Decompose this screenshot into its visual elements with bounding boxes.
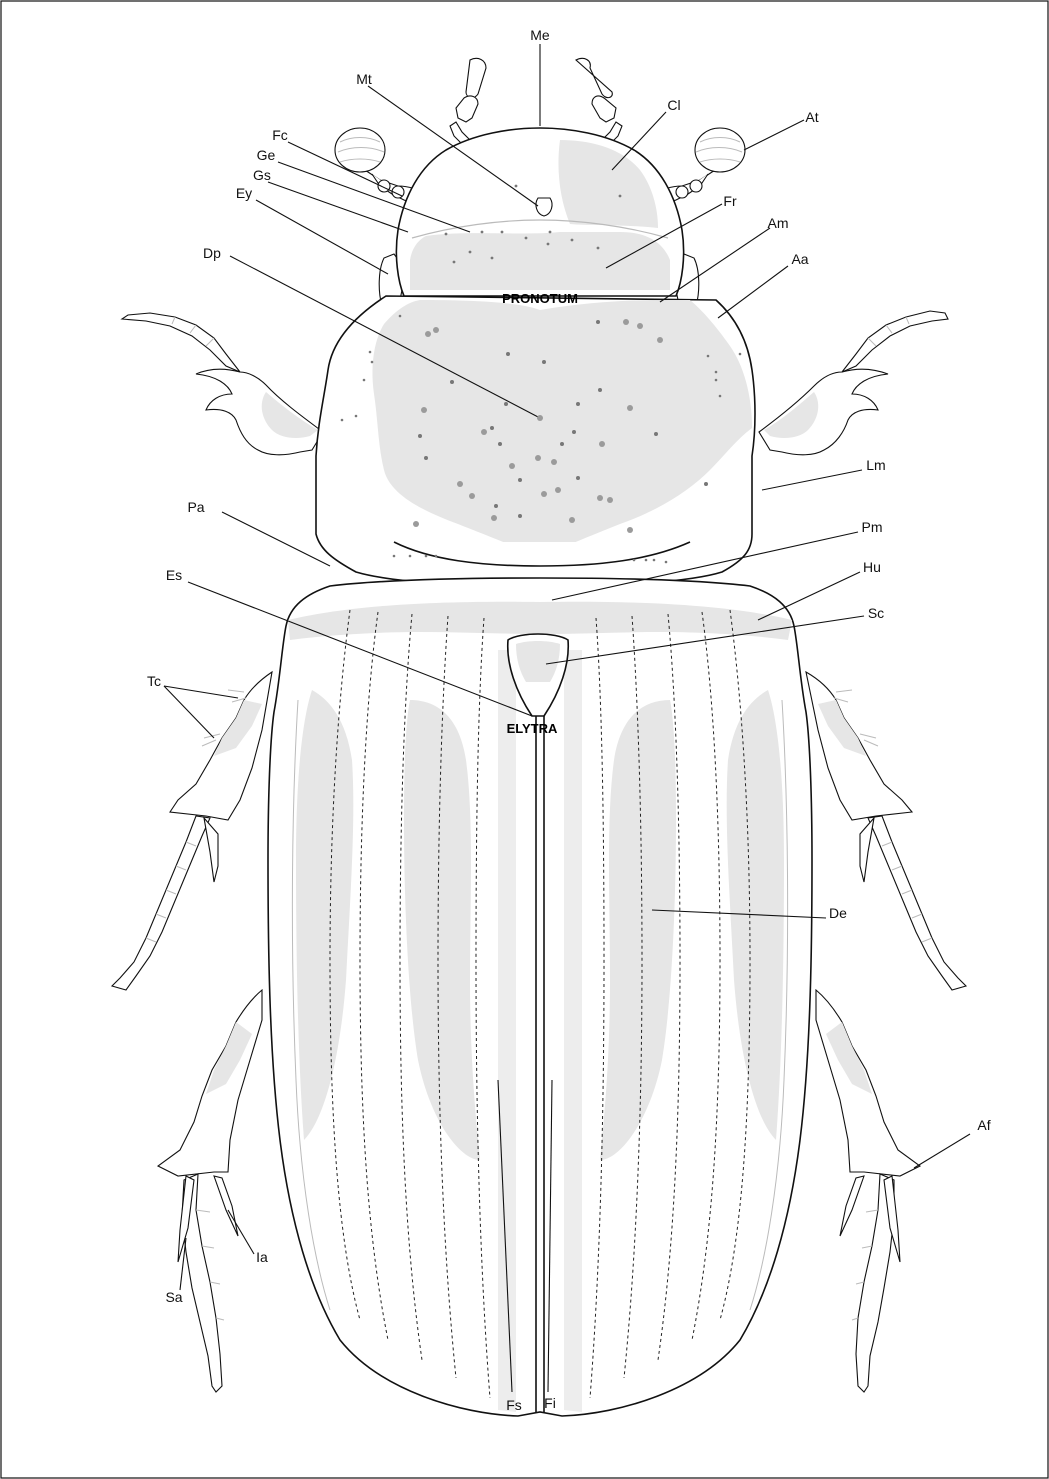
puncture <box>576 476 580 480</box>
puncture <box>607 497 613 503</box>
puncture <box>363 379 366 382</box>
elytra <box>268 578 812 1416</box>
puncture <box>491 515 497 521</box>
puncture <box>518 478 522 482</box>
label-sa: Sa <box>165 1289 182 1305</box>
puncture <box>572 430 576 434</box>
elytra-label: ELYTRA <box>507 721 558 736</box>
label-af: Af <box>977 1117 990 1133</box>
puncture <box>457 481 463 487</box>
label-gs: Gs <box>253 167 271 183</box>
puncture <box>633 559 636 562</box>
puncture <box>704 482 708 486</box>
label-lm: Lm <box>866 457 885 473</box>
label-ge: Ge <box>257 147 276 163</box>
label-fc: Fc <box>272 127 288 143</box>
label-aa: Aa <box>791 251 808 267</box>
label-de: De <box>829 905 847 921</box>
label-fi: Fi <box>544 1395 556 1411</box>
puncture <box>393 555 396 558</box>
puncture <box>504 402 508 406</box>
puncture <box>371 361 374 364</box>
puncture <box>627 527 633 533</box>
puncture <box>657 337 663 343</box>
puncture <box>509 463 515 469</box>
label-ia: Ia <box>256 1249 268 1265</box>
puncture <box>637 323 643 329</box>
puncture <box>597 495 603 501</box>
puncture <box>560 442 564 446</box>
label-sc: Sc <box>868 605 884 621</box>
puncture <box>421 407 427 413</box>
puncture <box>341 419 344 422</box>
puncture <box>707 355 710 358</box>
puncture <box>715 379 718 382</box>
label-mt: Mt <box>356 71 372 87</box>
puncture <box>627 405 633 411</box>
puncture <box>481 429 487 435</box>
puncture <box>418 434 422 438</box>
puncture <box>537 415 543 421</box>
pronotum <box>316 296 755 586</box>
puncture <box>498 442 502 446</box>
puncture <box>409 555 412 558</box>
label-me: Me <box>530 27 550 43</box>
puncture <box>425 331 431 337</box>
label-fs: Fs <box>506 1397 522 1413</box>
puncture <box>424 456 428 460</box>
puncture <box>450 380 454 384</box>
label-ey: Ey <box>236 185 252 201</box>
puncture <box>715 371 718 374</box>
puncture <box>598 388 602 392</box>
puncture <box>506 352 510 356</box>
puncture <box>435 555 438 558</box>
puncture <box>739 353 742 356</box>
puncture <box>494 504 498 508</box>
puncture <box>569 517 575 523</box>
puncture <box>665 561 668 564</box>
puncture <box>535 455 541 461</box>
puncture <box>355 415 358 418</box>
label-pm: Pm <box>862 519 883 535</box>
label-cl: Cl <box>667 97 680 113</box>
puncture <box>425 555 428 558</box>
puncture <box>654 432 658 436</box>
label-fr: Fr <box>723 193 737 209</box>
label-hu: Hu <box>863 559 881 575</box>
label-pa: Pa <box>187 499 204 515</box>
puncture <box>413 521 419 527</box>
puncture <box>433 327 439 333</box>
label-am: Am <box>768 215 789 231</box>
puncture <box>645 559 648 562</box>
label-es: Es <box>166 567 182 583</box>
puncture <box>369 351 372 354</box>
puncture <box>469 493 475 499</box>
puncture <box>541 491 547 497</box>
puncture <box>623 319 629 325</box>
puncture <box>719 395 722 398</box>
puncture <box>518 514 522 518</box>
puncture <box>599 441 605 447</box>
puncture <box>542 360 546 364</box>
puncture <box>576 402 580 406</box>
puncture <box>399 315 402 318</box>
label-dp: Dp <box>203 245 221 261</box>
puncture <box>490 426 494 430</box>
label-tc: Tc <box>147 673 161 689</box>
pronotum-label: PRONOTUM <box>502 291 578 306</box>
puncture <box>596 320 600 324</box>
puncture <box>555 487 561 493</box>
puncture <box>551 459 557 465</box>
puncture <box>653 559 656 562</box>
label-at: At <box>805 109 818 125</box>
